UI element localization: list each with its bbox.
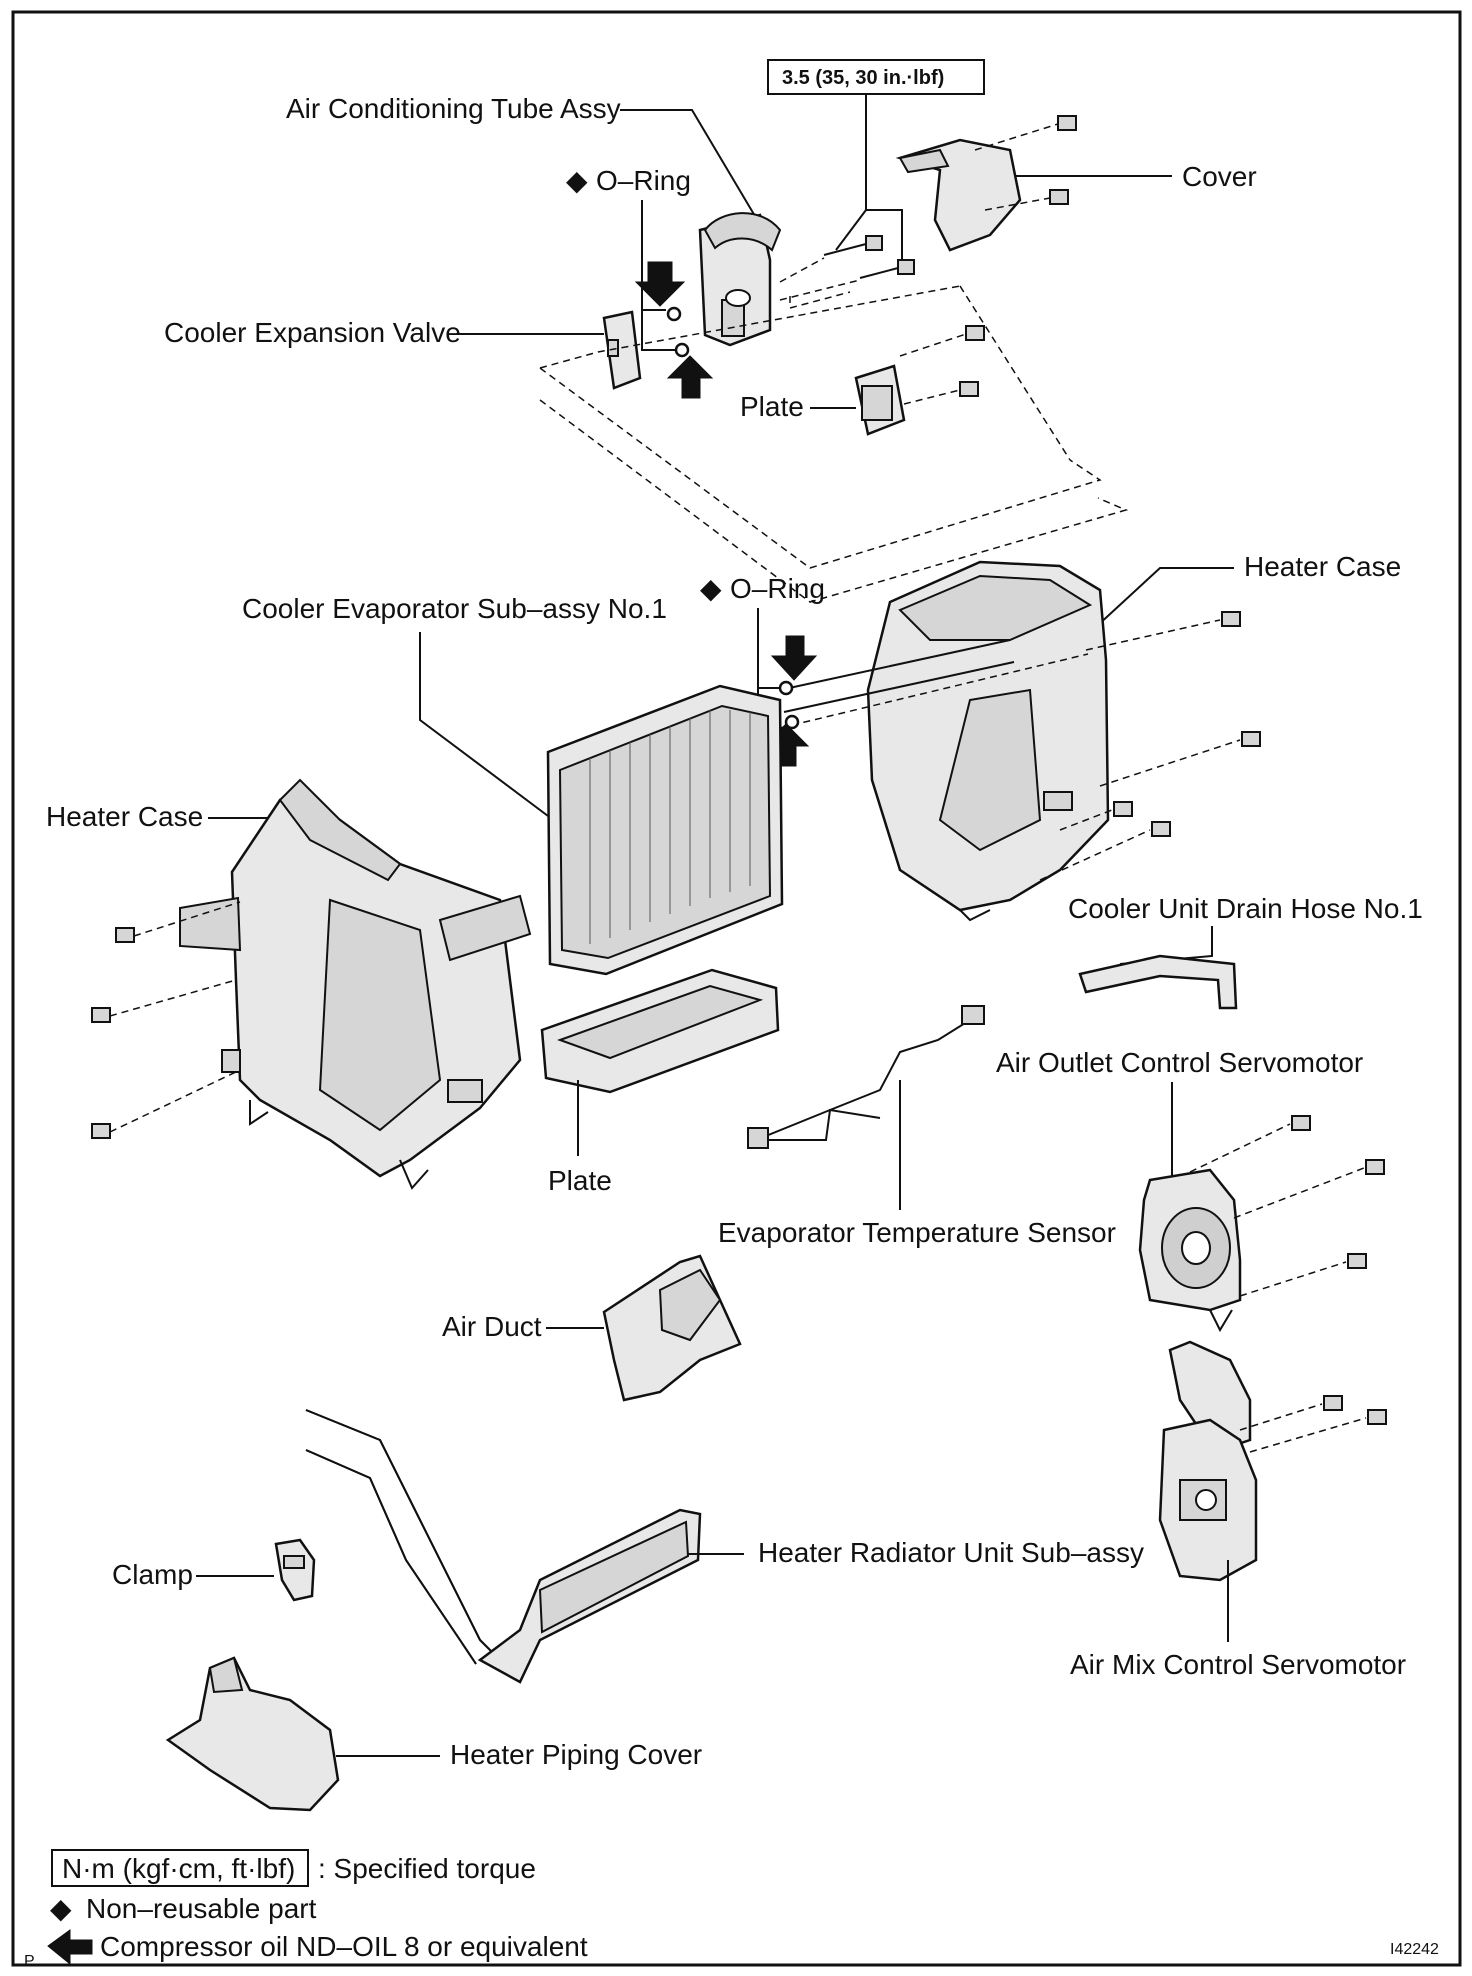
cover: [895, 138, 1022, 252]
air-outlet-servo-screw-3: [1239, 1253, 1367, 1297]
label-air-mix-servo: Air Mix Control Servomotor: [1070, 1649, 1406, 1680]
legend-unit-box: [51, 1849, 309, 1887]
label-oring-top: O–Ring: [596, 165, 691, 196]
plate-screw-1: [899, 325, 985, 357]
heater-case-left: [179, 778, 532, 1190]
heater-case-left-screw-2: [91, 979, 237, 1023]
label-heater-case-left: Heater Case: [46, 801, 203, 832]
label-air-outlet-servo: Air Outlet Control Servomotor: [996, 1047, 1363, 1078]
oring-mid-1: [778, 680, 794, 696]
air-mix-servo: [1158, 1340, 1258, 1582]
oil-arrow-icon: [666, 355, 714, 399]
legend-nonreusable: Non–reusable part: [86, 1893, 317, 1924]
cover-screw-2: [984, 189, 1069, 211]
diamond-icon: ◆: [50, 1893, 72, 1924]
label-cover: Cover: [1182, 161, 1257, 192]
legend-oil: Compressor oil ND–OIL 8 or equivalent: [100, 1931, 588, 1962]
label-expansion-valve: Cooler Expansion Valve: [164, 317, 461, 348]
torque-box: [767, 59, 985, 95]
figure-id: I42242: [1390, 1941, 1439, 1958]
bolt-torque-1: [823, 235, 883, 256]
label-evaporator: Cooler Evaporator Sub–assy No.1: [242, 593, 667, 624]
heater-case-left-screw-3: [91, 1069, 241, 1139]
evap-temp-sensor: [747, 1005, 985, 1149]
label-heater-radiator: Heater Radiator Unit Sub–assy: [758, 1537, 1144, 1568]
heater-case-right-screw-4: [1039, 821, 1171, 881]
heater-case-left-screw-1: [115, 901, 241, 943]
diamond-icon: ◆: [566, 165, 588, 196]
plate-top: [854, 364, 906, 436]
heater-case-right-screw-3: [1059, 801, 1133, 831]
diamond-icon: ◆: [700, 573, 722, 604]
legend-unit: N·m (kgf·cm, ft·lbf): [62, 1853, 295, 1884]
bolt-torque-2: [859, 259, 915, 279]
expansion-valve: [602, 310, 642, 390]
oring-top-2: [674, 342, 690, 358]
plate-screw-2: [903, 381, 979, 405]
oring-mid-2: [784, 714, 800, 730]
label-clamp: Clamp: [112, 1559, 193, 1590]
label-plate-bottom: Plate: [548, 1165, 612, 1196]
frame-border: [11, 10, 1462, 1967]
label-heater-case-right: Heater Case: [1244, 551, 1401, 582]
ac-tube-assy: [698, 212, 782, 347]
label-evap-temp-sensor: Evaporator Temperature Sensor: [718, 1217, 1116, 1248]
air-duct: [602, 1254, 742, 1402]
oil-arrow-icon: [634, 261, 686, 307]
air-outlet-servo: [1138, 1168, 1242, 1333]
drain-hose: [1078, 954, 1238, 1010]
label-heater-piping-cover: Heater Piping Cover: [450, 1739, 702, 1770]
corner-letter: P: [24, 1953, 35, 1970]
air-outlet-servo-screw-1: [1189, 1115, 1311, 1173]
label-air-duct: Air Duct: [442, 1311, 542, 1342]
heater-piping-cover: [165, 1656, 340, 1812]
label-ac-tube: Air Conditioning Tube Assy: [286, 93, 621, 124]
air-mix-servo-screw-2: [1249, 1409, 1387, 1453]
evaporator: [546, 684, 784, 976]
legend-unit-desc: : Specified torque: [318, 1853, 536, 1884]
air-outlet-servo-screw-2: [1233, 1159, 1385, 1219]
heater-case-right: [866, 560, 1110, 922]
label-oring-mid: O–Ring: [730, 573, 825, 604]
torque-spec: 3.5 (35, 30 in.·lbf): [782, 67, 944, 89]
arrow-left-icon: [47, 1929, 93, 1966]
plate-bottom: [540, 968, 780, 1094]
cover-screw-1: [974, 115, 1077, 151]
air-mix-servo-screw-1: [1239, 1395, 1343, 1431]
heater-case-right-screw-1: [1085, 611, 1241, 651]
heater-case-right-screw-2: [1099, 731, 1261, 787]
heater-radiator: [305, 1409, 702, 1684]
oil-arrow-icon: [770, 635, 818, 681]
label-plate-top: Plate: [740, 391, 804, 422]
oring-top-1: [666, 306, 682, 322]
clamp: [274, 1538, 316, 1602]
label-drain-hose: Cooler Unit Drain Hose No.1: [1068, 893, 1423, 924]
